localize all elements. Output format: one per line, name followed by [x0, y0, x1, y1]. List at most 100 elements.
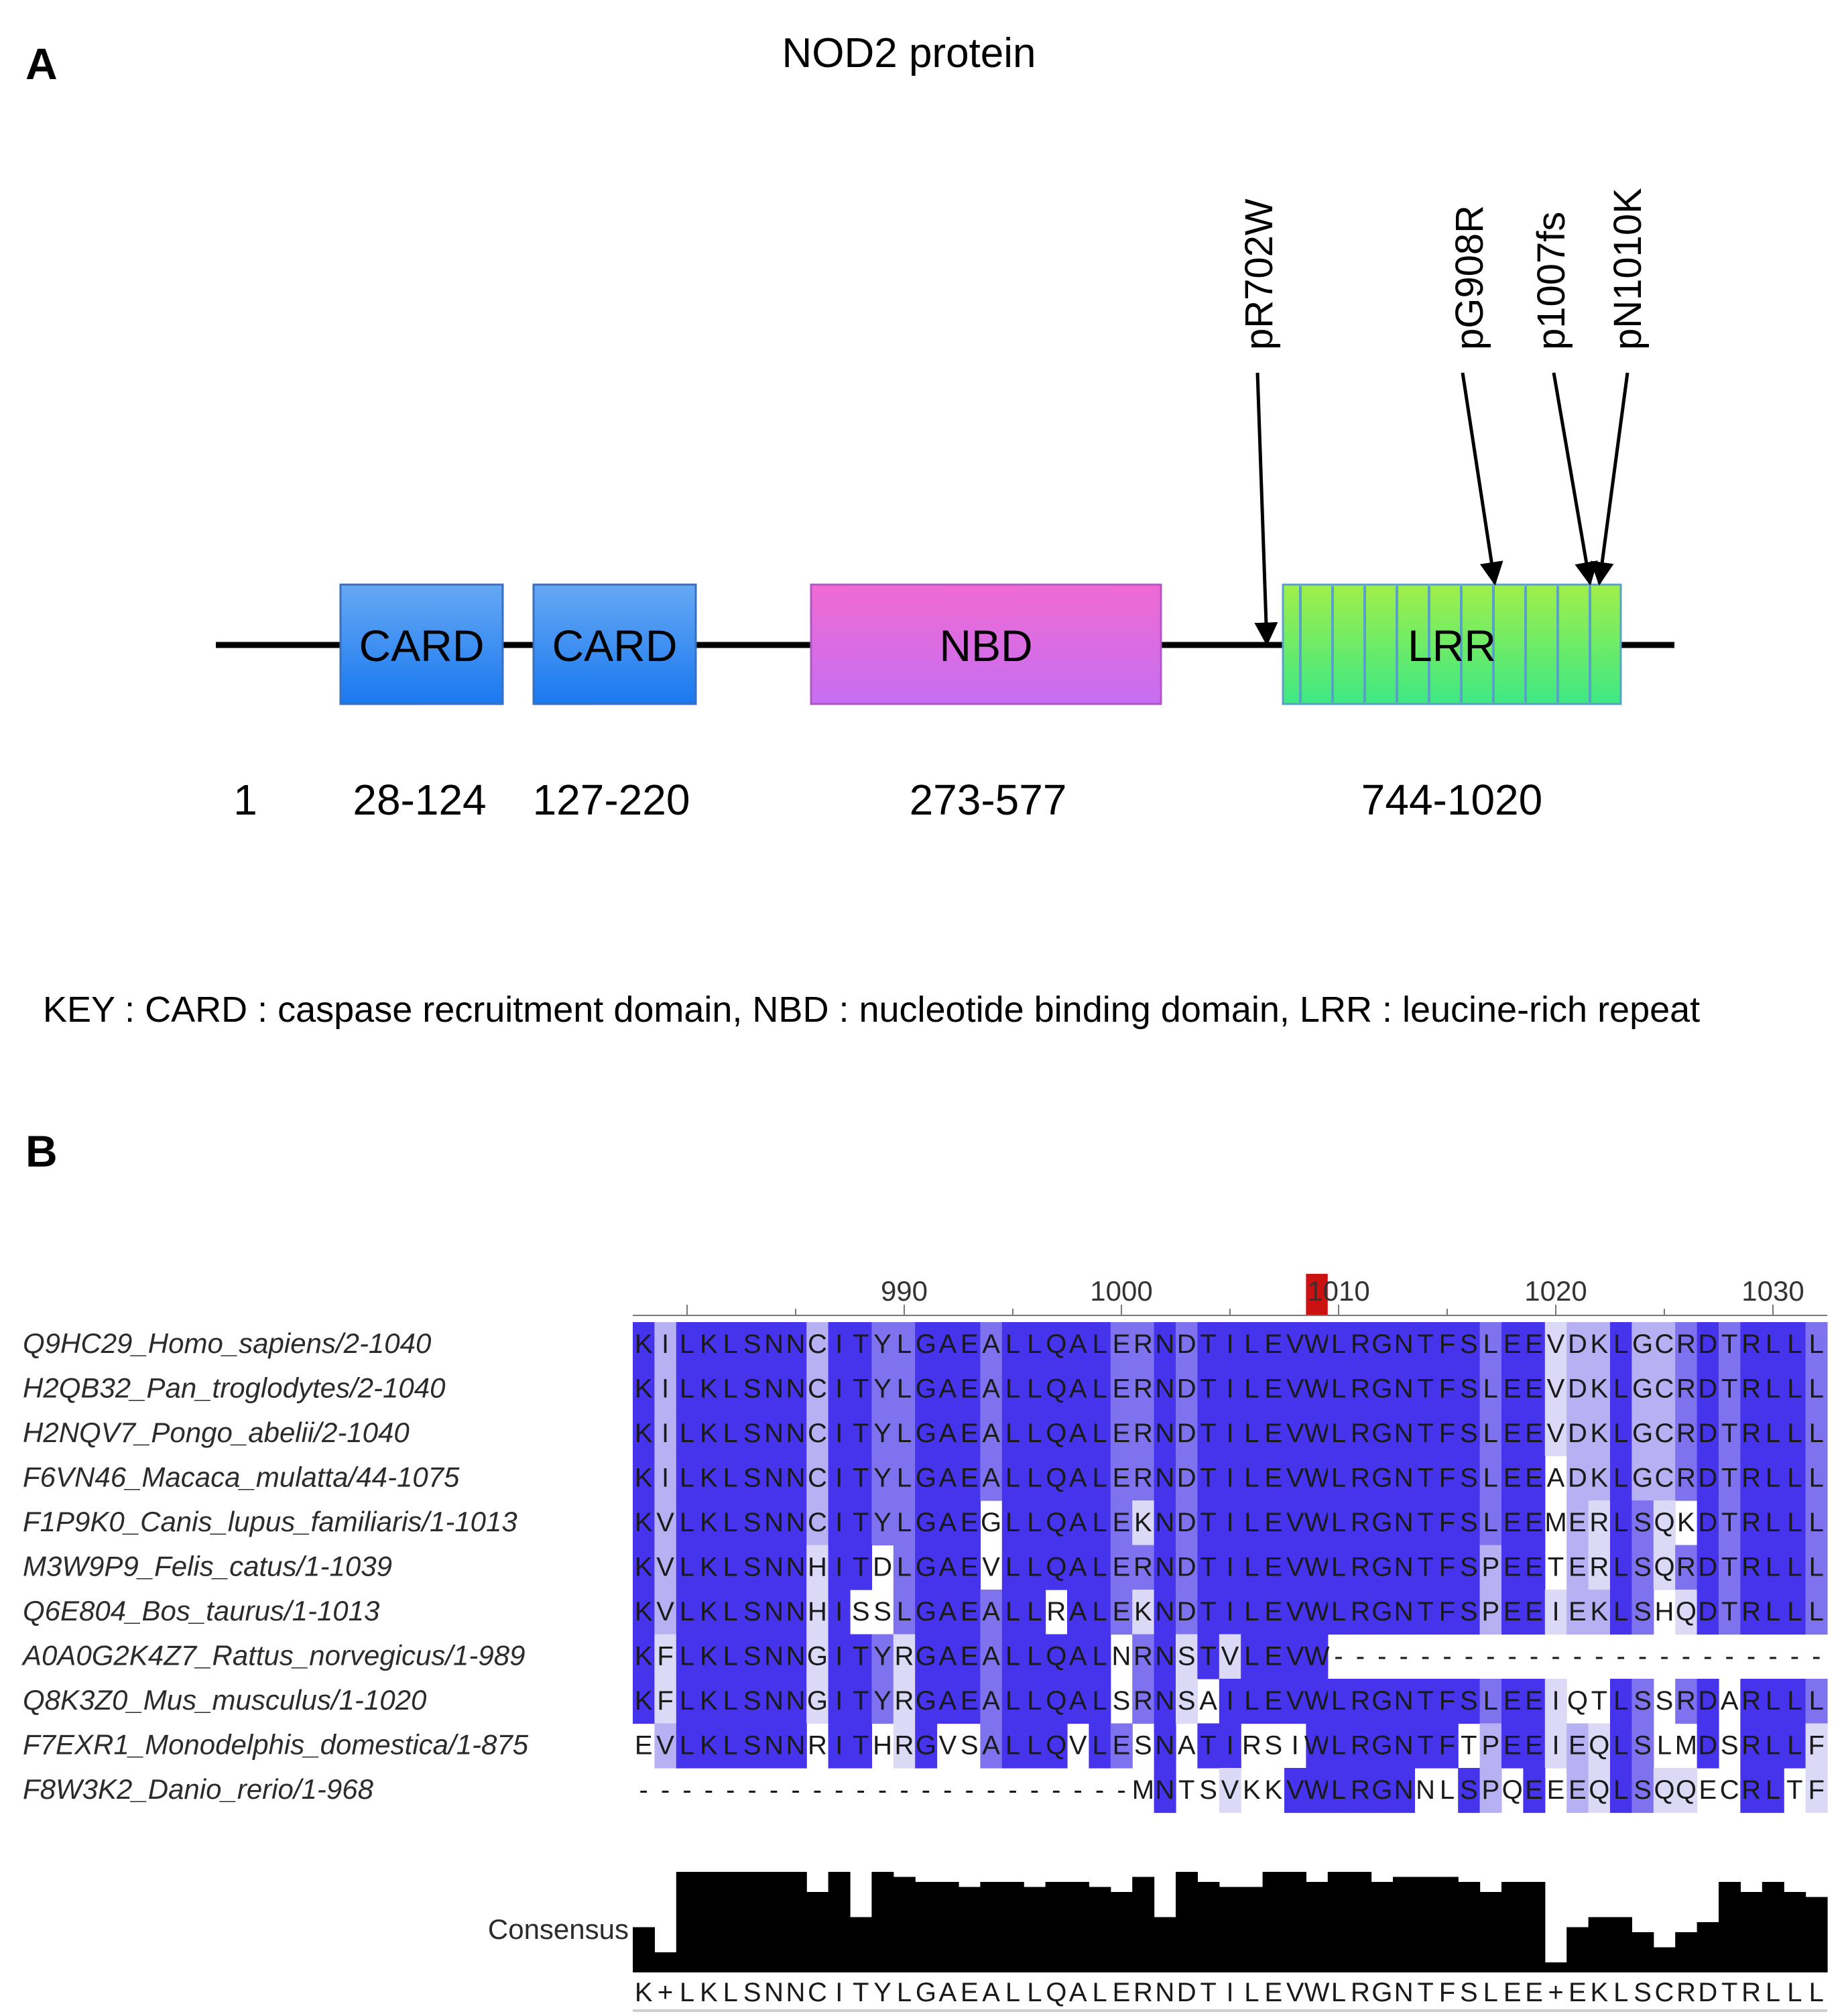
- residue-shading: [1045, 1456, 1068, 1501]
- residue: E: [1503, 1686, 1522, 1716]
- lrr-stripe: [1460, 586, 1463, 703]
- residue: V: [1286, 1508, 1304, 1537]
- residue-shading: [698, 1500, 721, 1546]
- residue: -: [1117, 1775, 1125, 1805]
- residue-shading: [763, 1500, 786, 1546]
- residue: N: [1394, 1686, 1414, 1716]
- residue: R: [1046, 1597, 1066, 1626]
- residue-shading: [1045, 1322, 1068, 1368]
- residue: T: [1417, 1419, 1433, 1448]
- residue: S: [1460, 1553, 1478, 1582]
- residue: S: [873, 1597, 891, 1626]
- residue: K: [635, 1642, 653, 1671]
- residue: V: [982, 1553, 1000, 1582]
- mutation-n1010k-label: pN1010K: [1606, 188, 1650, 350]
- residue: -: [726, 1775, 735, 1805]
- residue: I: [1552, 1597, 1559, 1626]
- consensus-residue: A: [938, 1978, 957, 2007]
- residue-shading: [1284, 1679, 1306, 1724]
- consensus-bar: [1306, 1882, 1329, 1972]
- consensus-bar: [1132, 1877, 1155, 1972]
- residue: R: [1741, 1731, 1761, 1761]
- residue: K: [700, 1508, 718, 1537]
- residue: V: [1547, 1374, 1565, 1404]
- consensus-residue: +: [658, 1978, 673, 2007]
- residue: G: [1371, 1374, 1392, 1404]
- residue-shading: [1501, 1590, 1524, 1635]
- residue: R: [1676, 1374, 1696, 1404]
- residue: -: [878, 1775, 887, 1805]
- residue-shading: [1393, 1679, 1415, 1724]
- residue-shading: [1349, 1768, 1372, 1814]
- lrr-stripe: [1363, 586, 1366, 703]
- residue: I: [1226, 1329, 1233, 1359]
- residue: K: [700, 1329, 718, 1359]
- residue: Q: [1589, 1731, 1609, 1761]
- consensus-residue: E: [961, 1978, 979, 2007]
- residue: L: [897, 1374, 912, 1404]
- residue-shading: [1479, 1366, 1502, 1412]
- residue-shading: [719, 1634, 742, 1679]
- consensus-bar: [1479, 1892, 1502, 1972]
- residue-shading: [1675, 1768, 1698, 1814]
- residue-shading: [959, 1456, 981, 1501]
- residue: K: [635, 1686, 653, 1716]
- residue-shading: [1697, 1456, 1719, 1501]
- species-name: Q9HC29_Homo_sapiens/2-1040: [23, 1327, 432, 1359]
- residue-shading: [1154, 1411, 1176, 1457]
- residue-shading: [1805, 1768, 1828, 1814]
- residue-shading: [828, 1723, 851, 1769]
- residue-shading: [915, 1723, 938, 1769]
- residue-shading: [1371, 1590, 1394, 1635]
- residue: I: [1292, 1731, 1299, 1761]
- residue-shading: [1284, 1634, 1306, 1679]
- card1-domain: [339, 583, 504, 705]
- residue: L: [1766, 1419, 1780, 1448]
- residue: L: [1809, 1597, 1824, 1626]
- consensus-bar: [1588, 1917, 1611, 1972]
- residue: T: [1200, 1464, 1216, 1493]
- mutation-n1010k-arrow: [1590, 372, 1629, 586]
- residue-shading: [806, 1322, 829, 1368]
- residue: L: [1092, 1419, 1107, 1448]
- residue: S: [743, 1597, 761, 1626]
- residue: -: [639, 1775, 648, 1805]
- residue: N: [1155, 1642, 1174, 1671]
- consensus-bar: [850, 1917, 872, 1972]
- residue-shading: [959, 1679, 981, 1724]
- residue-shading: [1632, 1723, 1654, 1769]
- residue: R: [1351, 1508, 1370, 1537]
- residue: D: [1698, 1464, 1717, 1493]
- residue: -: [1530, 1642, 1538, 1671]
- residue-shading: [1632, 1590, 1654, 1635]
- residue: R: [1351, 1686, 1370, 1716]
- residue: A: [1069, 1419, 1087, 1448]
- residue-shading: [654, 1545, 677, 1590]
- residue-shading: [698, 1634, 721, 1679]
- species-name: F6VN46_Macaca_mulatta/44-1075: [23, 1462, 460, 1493]
- panel-a-letter: A: [25, 39, 58, 88]
- residue-shading: [1566, 1768, 1589, 1814]
- residue: -: [1703, 1642, 1712, 1671]
- residue: S: [1460, 1775, 1478, 1805]
- residue: L: [1005, 1464, 1020, 1493]
- residue-shading: [1262, 1322, 1285, 1368]
- lrr-domain: [1282, 583, 1622, 705]
- residue-shading: [719, 1411, 742, 1457]
- residue: Q: [1654, 1775, 1674, 1805]
- residue: E: [1699, 1775, 1717, 1805]
- residue-shading: [1784, 1545, 1806, 1590]
- residue: L: [1092, 1731, 1107, 1761]
- residue: Y: [873, 1374, 891, 1404]
- residue-shading: [1436, 1679, 1459, 1724]
- residue: S: [1656, 1686, 1674, 1716]
- residue: W: [1304, 1597, 1330, 1626]
- residue-shading: [1327, 1768, 1350, 1814]
- residue-shading: [1197, 1366, 1220, 1412]
- residue-shading: [654, 1634, 677, 1679]
- residue: L: [1005, 1686, 1020, 1716]
- residue: Y: [873, 1642, 891, 1671]
- residue-shading: [1436, 1366, 1459, 1412]
- residue: S: [1460, 1597, 1478, 1626]
- consensus-residue: W: [1304, 1978, 1330, 2007]
